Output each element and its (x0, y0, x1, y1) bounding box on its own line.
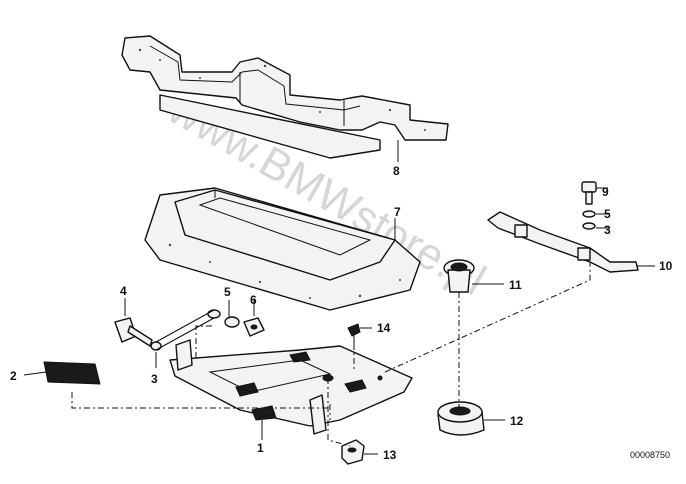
callout-5a: 5 (224, 285, 231, 299)
part-5-washer-right (582, 210, 596, 218)
part-5-washer-left (207, 309, 221, 319)
part-9-bolt (581, 181, 608, 205)
part-8-seal (121, 35, 449, 162)
callout-2: 2 (10, 369, 17, 383)
callout-7: 7 (394, 205, 401, 219)
part-5b-washer-left (224, 316, 240, 328)
document-id: 00008750 (630, 450, 670, 460)
callout-1: 1 (257, 441, 264, 455)
callout-12: 12 (510, 414, 524, 428)
callout-13: 14 (377, 321, 391, 335)
callout-5b: 5 (604, 207, 611, 221)
part-12-bushing (437, 401, 505, 436)
callout-3a: 3 (151, 372, 158, 386)
part-3-washer-left (150, 341, 162, 351)
callout-9: 9 (602, 185, 609, 199)
part-7-frame (144, 187, 421, 311)
part-4-bolt (114, 298, 153, 347)
part-11-grommet (443, 259, 504, 293)
part-13-screw (347, 323, 372, 344)
part-14-nut (341, 439, 378, 465)
part-10-bracket (487, 211, 655, 273)
callout-3b: 3 (604, 223, 611, 237)
callout-11: 11 (509, 278, 522, 292)
callout-14: 13 (383, 448, 397, 462)
alignment-lines (71, 262, 591, 447)
callout-10: 10 (659, 259, 673, 273)
callout-4: 4 (120, 284, 127, 298)
callout-6: 6 (250, 293, 257, 307)
part-2-pad (23, 361, 101, 385)
callout-8: 8 (393, 164, 400, 178)
part-3-washer-right (582, 222, 596, 230)
part-1-baseplate (169, 339, 413, 440)
part-6-nut (243, 300, 265, 337)
